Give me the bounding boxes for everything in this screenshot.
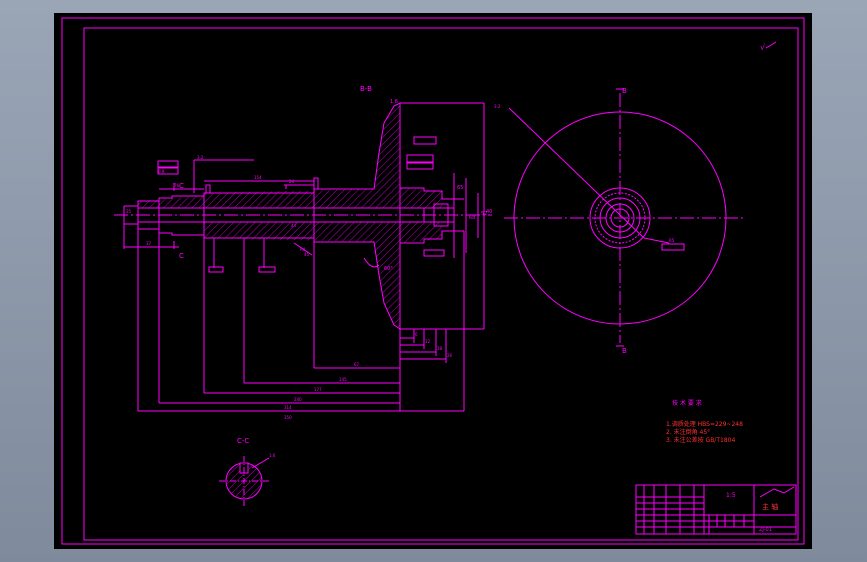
dim-bottom-2: 145	[339, 377, 347, 382]
side-dim-1: 3.2	[494, 104, 501, 109]
hatch-left	[138, 196, 204, 208]
tech-req-line-3: 3. 未注公差按 GB/T1804	[666, 436, 735, 444]
title-block-drawing-no: ZJ-01	[759, 527, 772, 533]
hatch-hub-lower	[400, 222, 442, 243]
dim-bottom-5: 314	[284, 405, 292, 410]
annotation-tol-1: 0.8	[158, 169, 165, 174]
hatch-flange-lower	[374, 222, 400, 329]
side-dim-2: R5	[669, 238, 675, 243]
dim-top-3: 24	[289, 179, 295, 184]
cut-label-b-bottom: B	[622, 347, 627, 355]
tol-frame-flange-3	[406, 162, 434, 170]
dim-flange-top: 1.6	[390, 99, 398, 105]
section-cc-view: C-C 1.6	[219, 437, 276, 508]
dim-stack-4: 26	[447, 353, 453, 358]
leader-diag-1	[508, 107, 645, 239]
dim-v1: 65	[457, 185, 463, 191]
keyway-mark-2	[313, 177, 319, 190]
bottom-stack-dims: 67 145 177 240 314 350 37 25	[123, 209, 465, 420]
side-tol-frame	[661, 243, 685, 251]
radius-label: R4	[300, 247, 306, 252]
dim-bottom-4: 240	[294, 397, 302, 402]
cut-label-c-top: C	[179, 182, 184, 190]
cc-dim-1: 1.6	[269, 453, 276, 458]
dim-v2: 68	[469, 215, 475, 221]
roughness-mark: √	[760, 43, 766, 52]
tech-req-title: 技 术 要 求	[672, 399, 702, 407]
hatch-flange-upper	[374, 103, 400, 208]
tol-frame-hub	[423, 249, 445, 257]
bottom-leaders: 60° R4	[208, 238, 393, 273]
outer-border	[61, 17, 805, 545]
flange-stack-dims: 6 12 18 26	[399, 329, 453, 363]
dim-left-end: 37	[146, 241, 152, 246]
title-block: 1:5 主 轴 ZJ-01	[635, 484, 797, 535]
section-label-cc: C-C	[237, 437, 249, 445]
title-block-part-name: 主 轴	[762, 502, 778, 511]
leader-diag-2	[643, 237, 670, 244]
hub-circle-1	[589, 187, 651, 249]
roughness-tick	[765, 41, 777, 49]
drawing-sheet: √ 0.8 3.2	[54, 13, 812, 549]
inner-border	[83, 27, 799, 541]
dim-shaft-dia: 44	[291, 223, 297, 228]
hatch-hub-upper	[400, 188, 442, 208]
hatch-mid-lower	[204, 222, 374, 242]
dim-left-dia: 25	[126, 209, 132, 214]
keyway-mark-1	[205, 184, 211, 194]
dim-stack-3: 18	[437, 346, 443, 351]
cut-label-b-top: B	[622, 87, 627, 95]
hub-circle-2	[594, 192, 646, 244]
dim-stack-2: 12	[425, 339, 431, 344]
dim-shaft-dia-2: 45	[304, 252, 310, 257]
dim-stack-1: 6	[415, 332, 418, 337]
top-dims: 154 76 24 44 45	[159, 175, 314, 257]
dim-bottom-1: 67	[354, 362, 360, 367]
tech-req-line-2: 2. 未注倒角 45°	[666, 428, 710, 436]
dim-flange-dia-text: 40	[486, 209, 492, 215]
tech-requirements: 技 术 要 求 1.调质处理 HBS=229~248 2. 未注倒角 45° 3…	[666, 399, 743, 444]
tol-frame-flange-1	[413, 136, 437, 145]
hub-circle-3	[599, 197, 641, 239]
hub-circle-4	[605, 203, 635, 233]
dim-bottom-3: 177	[314, 387, 322, 392]
tolerance-frame-1	[157, 160, 179, 168]
tolerance-frame-2	[157, 167, 179, 175]
tol-frame-flange-2	[406, 154, 434, 163]
angle-label: 60°	[384, 266, 393, 272]
cut-label-c-bottom: C	[179, 252, 184, 260]
shaft-main-view: 0.8 3.2 C C B-B 1.6 65 68 52 40	[114, 85, 492, 420]
cad-drawing: √ 0.8 3.2	[61, 17, 805, 545]
tech-req-line-1: 1.调质处理 HBS=229~248	[666, 420, 743, 428]
dim-top-2: 76	[174, 183, 180, 188]
section-label-bb: B-B	[360, 85, 372, 93]
dim-bottom-6: 350	[284, 415, 292, 420]
right-keyway	[433, 203, 449, 227]
side-view: 3.2 R5 B B	[494, 87, 744, 355]
bore-circle	[610, 208, 630, 228]
title-block-scale: 1:5	[726, 492, 736, 499]
cc-leader	[251, 457, 270, 469]
title-block-logo	[759, 486, 795, 498]
hatch-mid-upper	[204, 189, 374, 208]
annotation-thread: 3.2	[197, 155, 204, 160]
dim-top-1: 154	[254, 175, 262, 180]
